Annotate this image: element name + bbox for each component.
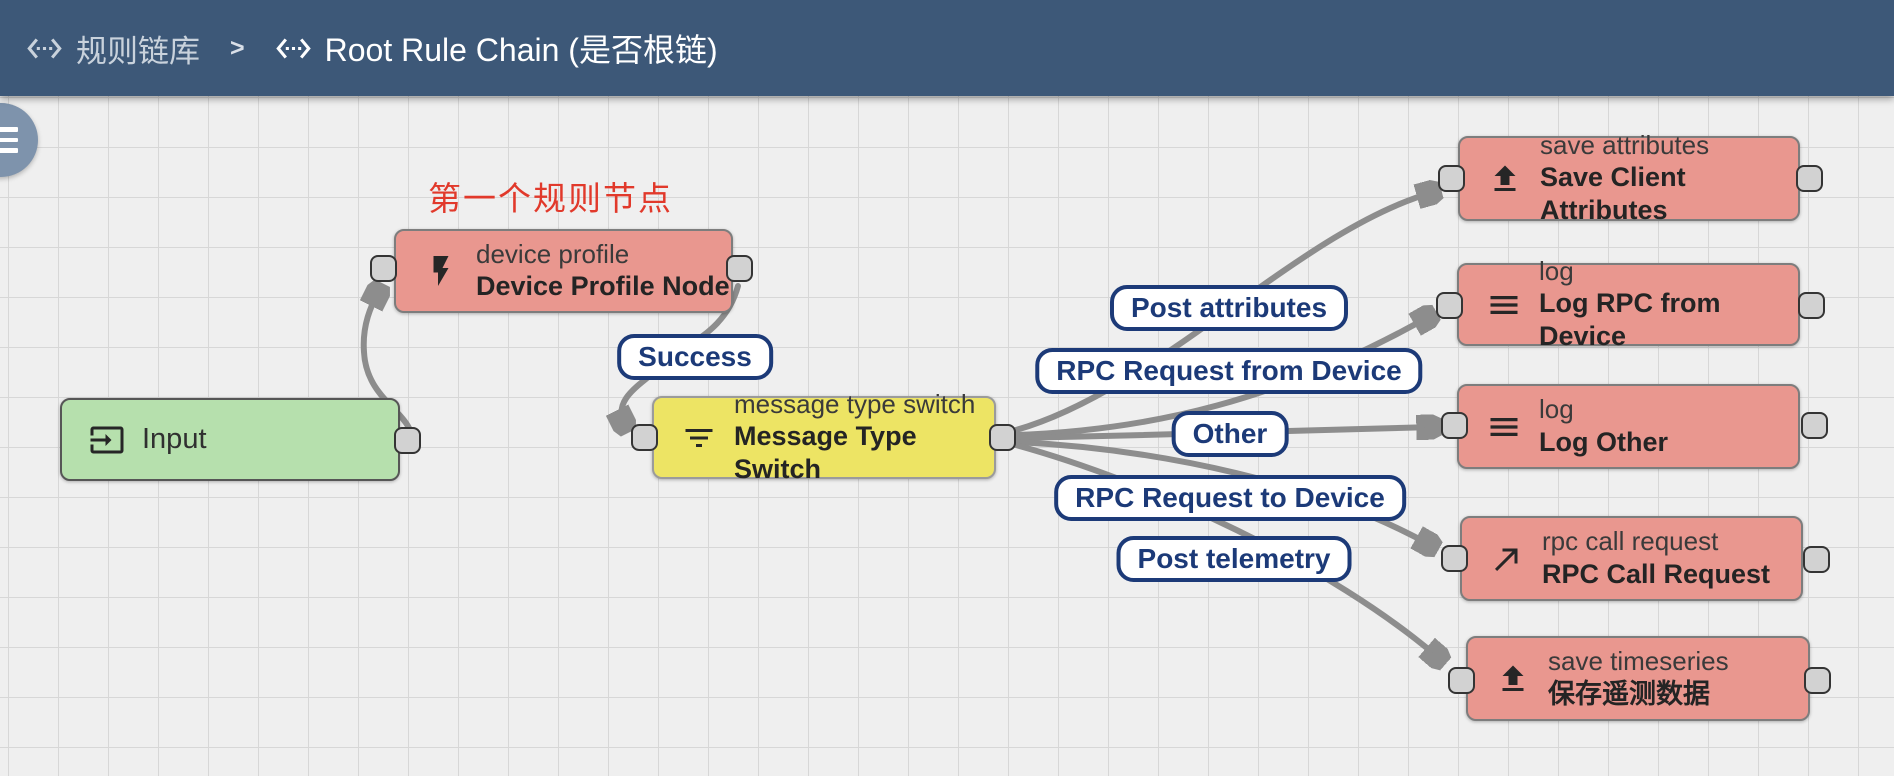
node-log-other[interactable]: log Log Other [1457,384,1800,469]
breadcrumb-current-label: Root Rule Chain (是否根链) [324,32,718,68]
node-subtitle: RPC Call Request [1542,558,1771,589]
connector-message-type-switch-in[interactable] [631,424,658,451]
connector-log-other-out[interactable] [1801,412,1828,439]
header: 规则链库 > Root Rule Chain (是否根链) [0,0,1894,96]
edge-label-post-telemetry[interactable]: Post telemetry [1116,536,1352,582]
node-rpc-call-request[interactable]: rpc call request RPC Call Request [1460,516,1803,601]
node-save-attributes[interactable]: save attributes Save Client Attributes [1458,130,1800,225]
edge-label-rpc-request-to-device[interactable]: RPC Request to Device [1054,475,1406,521]
node-title: log [1539,255,1574,286]
node-save-timeseries[interactable]: save timeseries 保存遥测数据 [1466,636,1810,721]
edge-label-rpc-request-from-device[interactable]: RPC Request from Device [1035,348,1423,394]
connector-log-rpc-in[interactable] [1436,292,1463,319]
breadcrumb-separator: > [230,33,245,62]
edge-label-post-attributes[interactable]: Post attributes [1109,285,1349,331]
rule-chain-icon [27,37,62,59]
input-icon [89,422,125,458]
node-subtitle: 保存遥测数据 [1548,678,1710,709]
filter-icon [681,420,717,456]
upload-icon [1495,661,1531,697]
node-title: log [1539,394,1574,425]
node-device-profile[interactable]: device profile Device Profile Node [394,229,733,313]
connector-save-attributes-out[interactable] [1796,165,1823,192]
edge-rpc-request-from-device[interactable] [1013,316,1430,438]
node-subtitle: Message Type Switch [734,421,917,485]
connector-device-profile-in[interactable] [370,255,397,282]
upload-icon [1487,161,1523,197]
connector-message-type-switch-out[interactable] [989,424,1016,451]
node-title: device profile [476,238,630,269]
node-subtitle: Log RPC from Device [1539,288,1721,352]
node-subtitle: Device Profile Node [476,271,730,302]
rule-chain-canvas[interactable]: 第一个规则节点 Input device profile Device Prof… [0,96,1894,776]
connector-save-timeseries-out[interactable] [1804,667,1831,694]
node-title: rpc call request [1542,526,1719,557]
edge-label-success[interactable]: Success [617,334,773,380]
edge-label-other[interactable]: Other [1171,411,1289,457]
connector-log-rpc-out[interactable] [1798,292,1825,319]
node-input-label: Input [142,423,207,455]
connector-device-profile-out[interactable] [726,255,753,282]
node-title: message type switch [734,388,976,419]
connector-input-out[interactable] [394,427,421,454]
connector-rpc-call-request-in[interactable] [1441,545,1468,572]
connector-log-other-in[interactable] [1441,412,1468,439]
connector-rpc-call-request-out[interactable] [1803,546,1830,573]
call-made-icon [1489,541,1525,577]
breadcrumb-library-label[interactable]: 规则链库 [76,33,200,69]
menu-icon [1486,409,1522,445]
breadcrumb-rule-chain-library[interactable]: 规则链库 [26,26,200,71]
flash-icon [423,253,459,289]
annotation-first-rule-node: 第一个规则节点 [428,180,673,217]
edge-post-telemetry[interactable] [1013,442,1440,659]
rule-chain-icon [275,37,311,59]
menu-icon [1486,287,1522,323]
node-message-type-switch[interactable]: message type switch Message Type Switch [652,389,996,484]
breadcrumb-current-rule-chain[interactable]: Root Rule Chain (是否根链) [275,25,718,71]
node-title: save attributes [1540,129,1710,160]
connector-save-attributes-in[interactable] [1438,165,1465,192]
connector-save-timeseries-in[interactable] [1448,667,1475,694]
node-subtitle: Log Other [1539,426,1668,457]
node-log-rpc-from-device[interactable]: log Log RPC from Device [1457,256,1800,351]
node-title: save timeseries [1548,646,1729,677]
node-subtitle: Save Client Attributes [1540,162,1686,226]
node-input[interactable]: Input [60,398,400,481]
edge-rpc-request-to-device[interactable] [1013,439,1432,546]
